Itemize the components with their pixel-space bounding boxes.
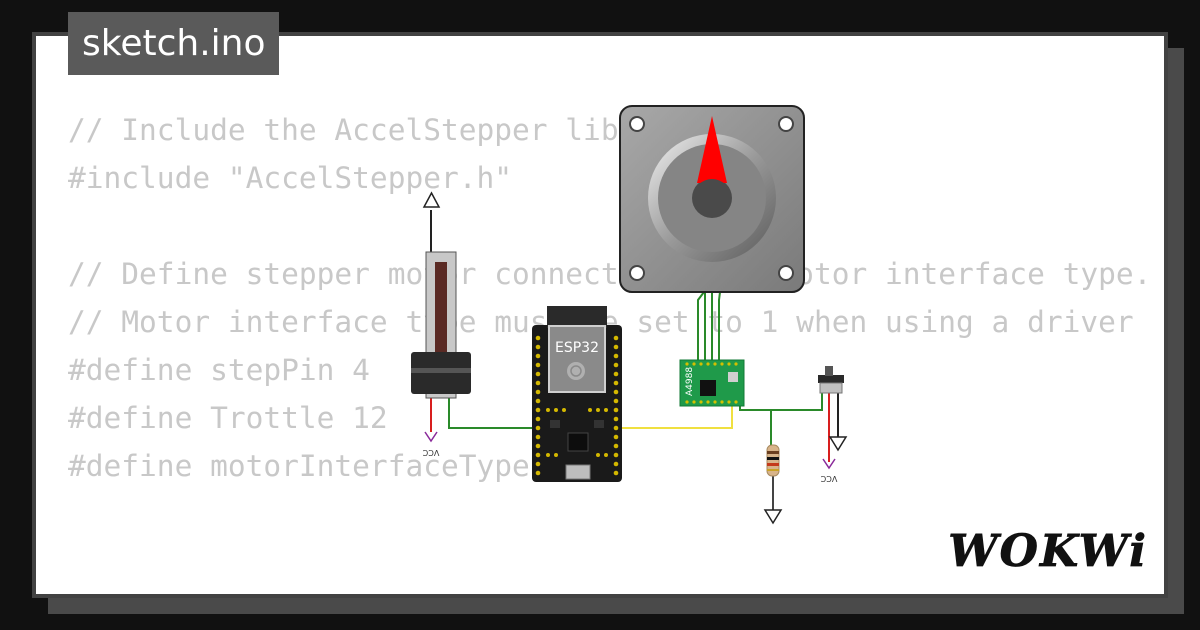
slide-switch[interactable] xyxy=(818,366,844,394)
a4988-label: A4988 xyxy=(685,367,695,396)
motor-needle-icon xyxy=(697,116,727,183)
slide-potentiometer[interactable] xyxy=(411,251,471,399)
code-line: #define motorInterfaceType 1 xyxy=(68,449,566,483)
wires xyxy=(430,210,839,510)
esp32-board[interactable]: ESP32 xyxy=(532,306,622,482)
ground-symbol xyxy=(422,191,441,208)
vcc-symbol: VCC xyxy=(820,458,837,483)
code-line: #include "AccelStepper.h" xyxy=(68,161,513,195)
ground-symbol xyxy=(763,509,783,525)
a4988-driver[interactable]: A4988 xyxy=(679,359,745,407)
wokwi-logo: WOKWi xyxy=(948,526,1148,577)
code-line: #define Trottle 12 xyxy=(68,401,388,435)
stepper-motor[interactable] xyxy=(619,105,805,293)
file-name-tab: sketch.ino xyxy=(68,12,280,75)
esp32-label: ESP32 xyxy=(555,340,599,356)
wire-driver-switch xyxy=(739,393,823,411)
vcc-label: VCC xyxy=(422,448,439,457)
vcc-label: VCC xyxy=(820,474,837,483)
wire-step-signal xyxy=(616,406,733,429)
wire-driver-motor-1 xyxy=(697,291,705,364)
resistor[interactable] xyxy=(766,444,780,477)
ground-symbol xyxy=(828,436,848,452)
code-line: #define stepPin 4 xyxy=(68,353,370,387)
wire-driver-motor-4 xyxy=(718,291,721,364)
espressif-logo-icon xyxy=(567,362,585,380)
vcc-symbol: VCC xyxy=(422,431,439,457)
